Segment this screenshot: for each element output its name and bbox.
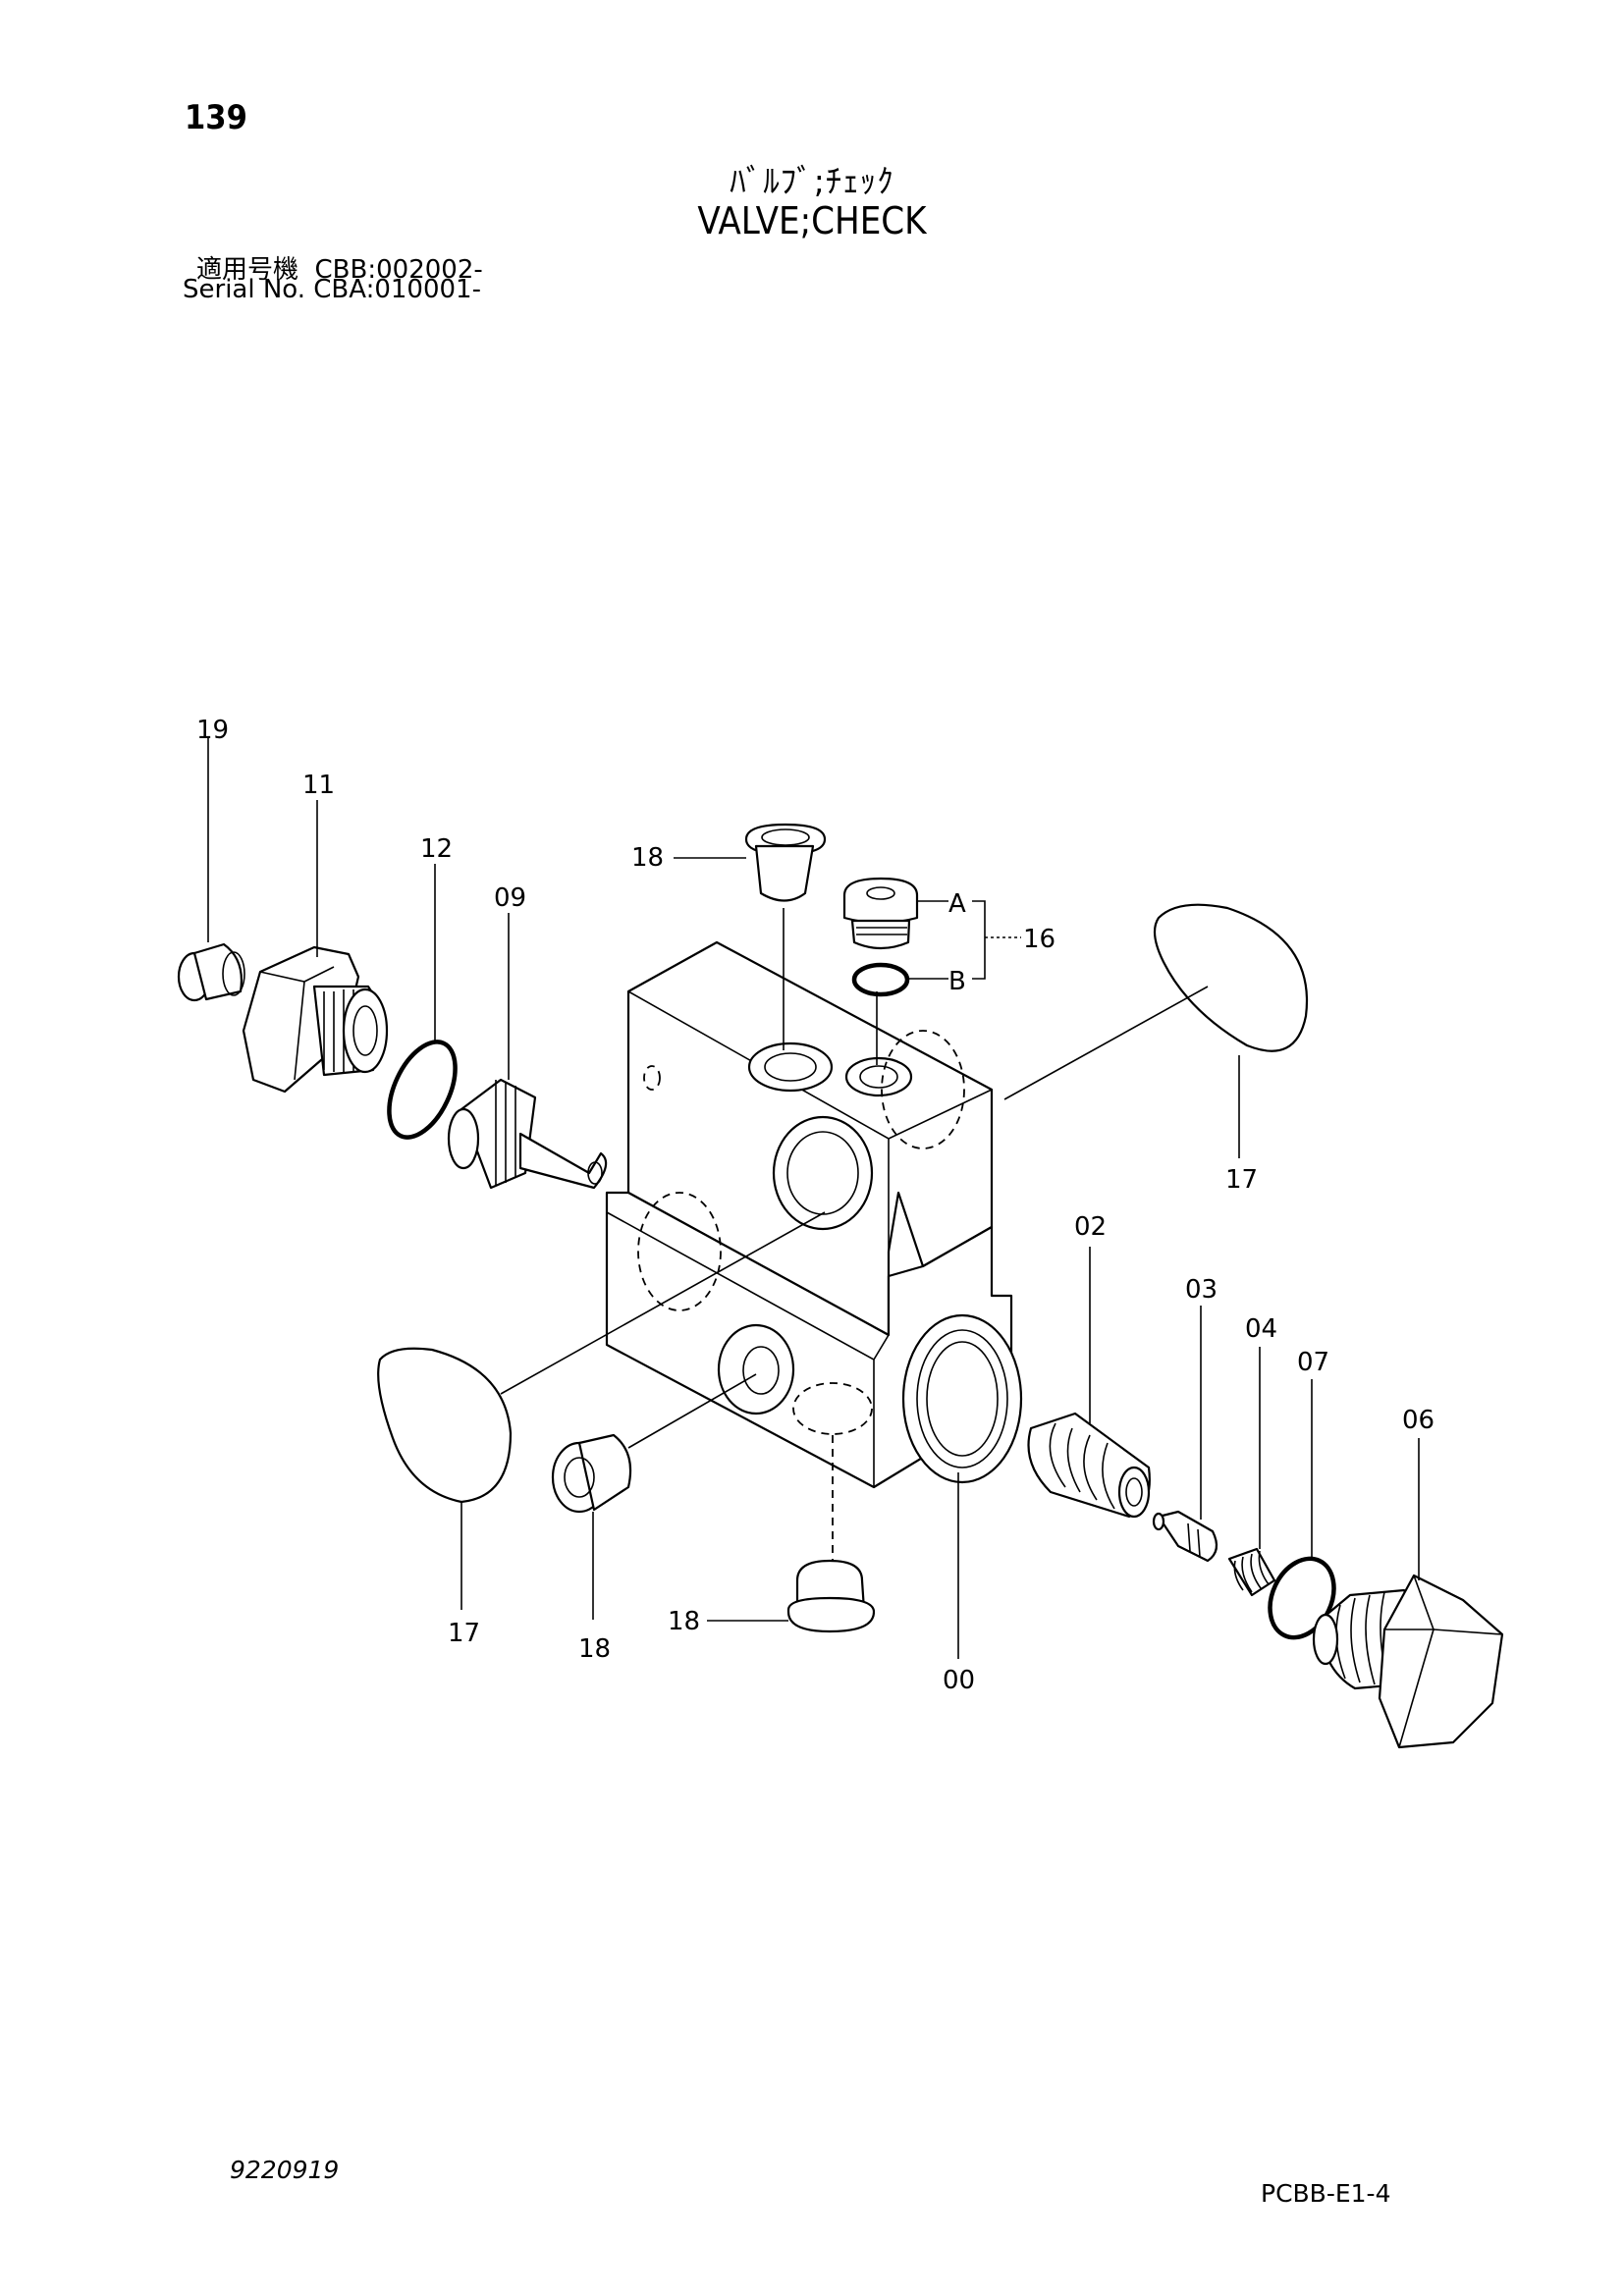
callout-12: 12 — [420, 834, 453, 864]
callout-09: 09 — [494, 883, 526, 913]
part-17-cap-left — [377, 1211, 826, 1610]
callout-06: 06 — [1402, 1406, 1435, 1435]
callout-B: B — [948, 967, 966, 996]
callout-04: 04 — [1245, 1314, 1277, 1344]
part-12-o-ring — [387, 864, 458, 1140]
part-18-plug-bottom — [707, 1559, 876, 1633]
serial-number-line: Serial No. CBA:010001- — [183, 275, 481, 304]
callout-07: 07 — [1297, 1348, 1329, 1377]
callout-17-right: 17 — [1225, 1165, 1258, 1195]
part-18-plug-left — [551, 1373, 757, 1620]
callout-A: A — [948, 889, 966, 919]
valve-body — [605, 940, 1023, 1571]
title-english: VALVE;CHECK — [697, 199, 927, 242]
part-19-plug — [177, 738, 245, 1002]
callout-17-left: 17 — [448, 1619, 480, 1648]
part-11-hex-plug — [242, 800, 389, 1094]
document-code: 9220919 — [230, 2156, 340, 2184]
part-18-plug-top — [674, 823, 827, 1050]
callout-03: 03 — [1185, 1275, 1218, 1305]
part-02-spring — [1027, 1247, 1151, 1519]
callout-00: 00 — [943, 1666, 975, 1695]
callout-19: 19 — [196, 716, 229, 745]
part-17-cap-right — [1003, 903, 1309, 1158]
callout-18-left: 18 — [578, 1634, 611, 1664]
title-japanese: ﾊﾞﾙﾌﾞ;ﾁｪｯｸ — [730, 162, 894, 200]
part-04-spring-small — [1227, 1347, 1276, 1597]
callout-16: 16 — [1023, 925, 1056, 954]
callout-11: 11 — [302, 771, 335, 800]
serial-applicable-line: 適用号機 CBB:002002- — [196, 255, 483, 285]
page-number: 139 — [185, 98, 247, 137]
callout-02: 02 — [1074, 1212, 1107, 1242]
callout-18-top: 18 — [631, 843, 664, 873]
part-07-o-ring — [1268, 1379, 1336, 1640]
part-16-plug-assembly — [842, 877, 1021, 1065]
part-06-hex-plug — [1312, 1438, 1504, 1749]
part-09-poppet — [447, 913, 608, 1190]
callout-18-bottom: 18 — [668, 1607, 700, 1636]
page-code: PCBB-E1-4 — [1261, 2179, 1391, 2208]
part-03-poppet-small — [1152, 1306, 1218, 1563]
